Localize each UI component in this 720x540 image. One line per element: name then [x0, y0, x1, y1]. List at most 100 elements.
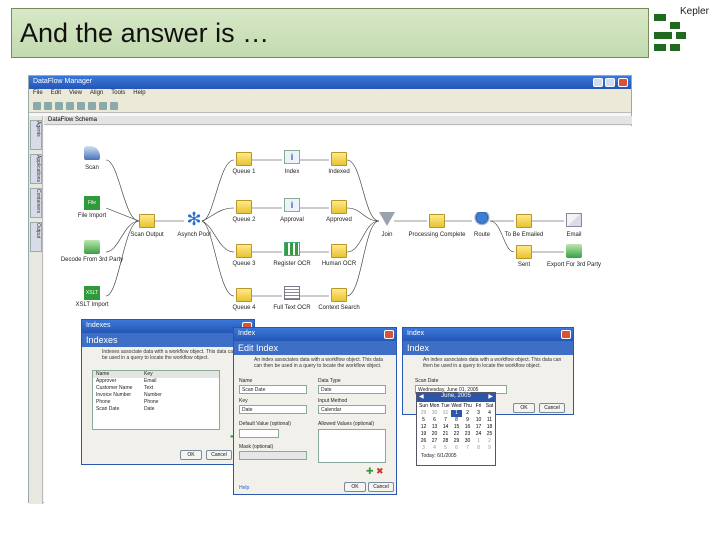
delete-icon[interactable]: ✖: [376, 466, 384, 476]
calendar-today[interactable]: Today: 6/1/2005: [421, 453, 457, 459]
ok-button[interactable]: OK: [344, 482, 366, 492]
calendar-day[interactable]: 9: [488, 445, 491, 451]
folder-icon[interactable]: [516, 245, 532, 259]
schema-tab[interactable]: DataFlow Schema: [44, 116, 632, 125]
calendar-day[interactable]: 6: [455, 445, 458, 451]
calendar-day[interactable]: 26: [420, 438, 427, 444]
folder-icon[interactable]: [236, 152, 252, 166]
calendar-day[interactable]: 30: [431, 410, 438, 416]
calendar-day[interactable]: 12: [420, 424, 427, 430]
open-icon[interactable]: [44, 102, 52, 110]
default-value-field[interactable]: [239, 429, 279, 438]
calendar-day[interactable]: 15: [453, 424, 460, 430]
funnel-icon[interactable]: [379, 212, 395, 226]
calendar-day[interactable]: 18: [486, 424, 493, 430]
info-icon[interactable]: i: [284, 150, 300, 164]
data-type-select[interactable]: Date: [318, 385, 386, 394]
folder-icon[interactable]: [331, 244, 347, 258]
help-link[interactable]: Help: [239, 485, 250, 491]
prev-month-icon[interactable]: ◀: [419, 394, 424, 400]
close-button[interactable]: [384, 330, 394, 339]
menu-edit[interactable]: Edit: [50, 90, 62, 96]
menu-help[interactable]: Help: [133, 90, 146, 96]
calendar-day[interactable]: 7: [466, 445, 469, 451]
ok-button[interactable]: OK: [513, 403, 535, 413]
close-button[interactable]: [618, 78, 628, 87]
calendar-day[interactable]: 16: [464, 424, 471, 430]
side-tab-applications[interactable]: Applications: [30, 154, 42, 184]
calendar-day[interactable]: 28: [442, 438, 449, 444]
calendar-day[interactable]: 10: [475, 417, 482, 423]
calendar-day[interactable]: 29: [453, 438, 460, 444]
calendar-day[interactable]: 30: [464, 438, 471, 444]
menu-align[interactable]: Align: [89, 90, 104, 96]
asterisk-icon[interactable]: ✻: [186, 209, 202, 229]
grid-icon[interactable]: [110, 102, 118, 110]
input-method-select[interactable]: Calendar: [318, 405, 386, 414]
close-button[interactable]: [561, 330, 571, 339]
folder-icon[interactable]: [429, 214, 445, 228]
folder-icon[interactable]: [331, 152, 347, 166]
info-icon[interactable]: i: [284, 198, 300, 212]
calendar-day[interactable]: 31: [442, 410, 449, 416]
calendar-day[interactable]: Sun: [419, 403, 428, 409]
menu-file[interactable]: File: [33, 90, 43, 96]
calendar-day[interactable]: 8: [455, 417, 458, 423]
mask-field[interactable]: [239, 451, 307, 460]
folder-icon[interactable]: [236, 200, 252, 214]
cancel-button[interactable]: Cancel: [539, 403, 565, 413]
calendar-day[interactable]: 24: [475, 431, 482, 437]
calendar-day[interactable]: Sat: [485, 403, 494, 409]
calendar-day[interactable]: 21: [442, 431, 449, 437]
file-icon[interactable]: File: [84, 196, 100, 210]
calendar-day[interactable]: 20: [431, 431, 438, 437]
align-icon[interactable]: [99, 102, 107, 110]
calendar-day[interactable]: 5: [444, 445, 447, 451]
calendar-day[interactable]: 9: [466, 417, 469, 423]
side-tab-output[interactable]: Output: [30, 222, 42, 252]
calendar-day[interactable]: 17: [475, 424, 482, 430]
calendar-day[interactable]: 1: [451, 410, 462, 417]
calendar-day[interactable]: 22: [453, 431, 460, 437]
calendar-day[interactable]: 4: [433, 445, 436, 451]
ok-button[interactable]: OK: [180, 450, 202, 460]
calendar-day[interactable]: 25: [486, 431, 493, 437]
next-month-icon[interactable]: ▶: [488, 394, 493, 400]
document-icon[interactable]: [284, 286, 300, 300]
calendar-day[interactable]: Tue: [441, 403, 450, 409]
folder-icon[interactable]: [516, 214, 532, 228]
calendar-day[interactable]: 1: [477, 438, 480, 444]
menu-view[interactable]: View: [69, 90, 82, 96]
zoom-in-icon[interactable]: [66, 102, 74, 110]
calendar-day[interactable]: 6: [433, 417, 436, 423]
calendar-day[interactable]: 8: [477, 445, 480, 451]
minimize-button[interactable]: [593, 78, 603, 87]
save-icon[interactable]: [55, 102, 63, 110]
calendar-day[interactable]: Thu: [463, 403, 472, 409]
calendar-day[interactable]: 29: [420, 410, 427, 416]
calendar-day[interactable]: 27: [431, 438, 438, 444]
menu-tools[interactable]: Tools: [111, 90, 126, 96]
folder-icon[interactable]: [139, 214, 155, 228]
cancel-button[interactable]: Cancel: [206, 450, 232, 460]
calendar-day[interactable]: 11: [486, 417, 493, 423]
envelope-icon[interactable]: [566, 213, 582, 227]
xslt-icon[interactable]: XSLT: [84, 286, 100, 300]
calendar-day[interactable]: 2: [488, 438, 491, 444]
folder-icon[interactable]: [331, 288, 347, 302]
calendar-day[interactable]: 13: [431, 424, 438, 430]
side-tab-agents[interactable]: Agents: [30, 120, 42, 150]
maximize-button[interactable]: [605, 78, 615, 87]
calendar-day[interactable]: Fri: [475, 403, 482, 409]
add-icon[interactable]: ✚: [366, 466, 374, 476]
calendar-day[interactable]: 3: [422, 445, 425, 451]
import-icon[interactable]: [84, 240, 100, 254]
